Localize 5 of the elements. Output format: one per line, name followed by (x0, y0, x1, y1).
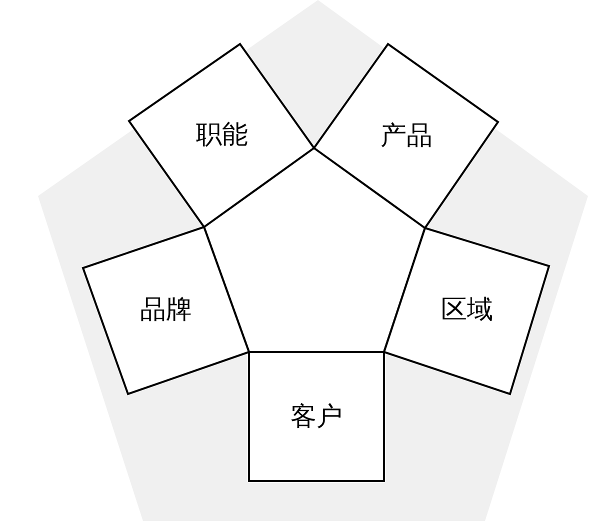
tile-label: 产品 (380, 122, 432, 148)
tile-label: 客户 (290, 404, 342, 430)
tile-label: 区域 (441, 297, 493, 323)
tile-label: 品牌 (140, 297, 192, 324)
tile-label: 职能 (196, 122, 248, 148)
